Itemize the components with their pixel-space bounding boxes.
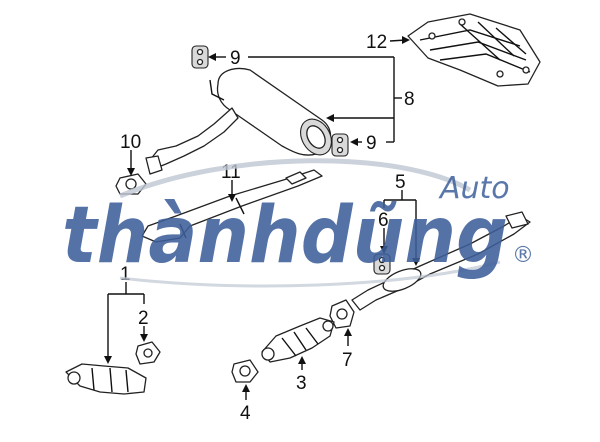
watermark-suffix: Auto [438, 171, 510, 206]
callout-leaders [104, 36, 420, 400]
heat-shield [407, 13, 541, 87]
callout-2: 2 [138, 308, 149, 329]
callout-4: 4 [240, 403, 251, 424]
rubber-hanger-top [191, 45, 209, 69]
callout-8: 8 [404, 89, 415, 110]
watermark-brand: thànhdũng [62, 191, 508, 281]
callout-5: 5 [395, 172, 406, 193]
callout-9-top: 9 [230, 48, 241, 69]
callout-1: 1 [120, 264, 131, 285]
watermark-registered-icon: ® [512, 243, 534, 268]
callout-12: 12 [366, 32, 387, 53]
catalytic-converter [261, 317, 335, 363]
callout-6: 6 [378, 210, 389, 231]
rubber-hanger-right [331, 133, 349, 157]
callout-7: 7 [342, 350, 353, 371]
watermark: thànhdũng Auto ® [62, 158, 534, 288]
gasket-manifold [135, 341, 161, 365]
manifold-converter [65, 363, 147, 395]
callout-3: 3 [296, 373, 307, 394]
callout-9-right: 9 [366, 133, 377, 154]
front-pipe [351, 211, 531, 311]
gasket-catalytic [231, 359, 259, 383]
callout-labels: 12 9 8 9 10 11 5 6 1 2 7 3 4 [120, 32, 415, 424]
rubber-hanger-front [373, 253, 391, 275]
watermark-swoosh [119, 158, 472, 199]
gasket-front-pipe [329, 299, 355, 329]
callout-10: 10 [120, 132, 141, 153]
muffler-assembly [145, 67, 332, 175]
